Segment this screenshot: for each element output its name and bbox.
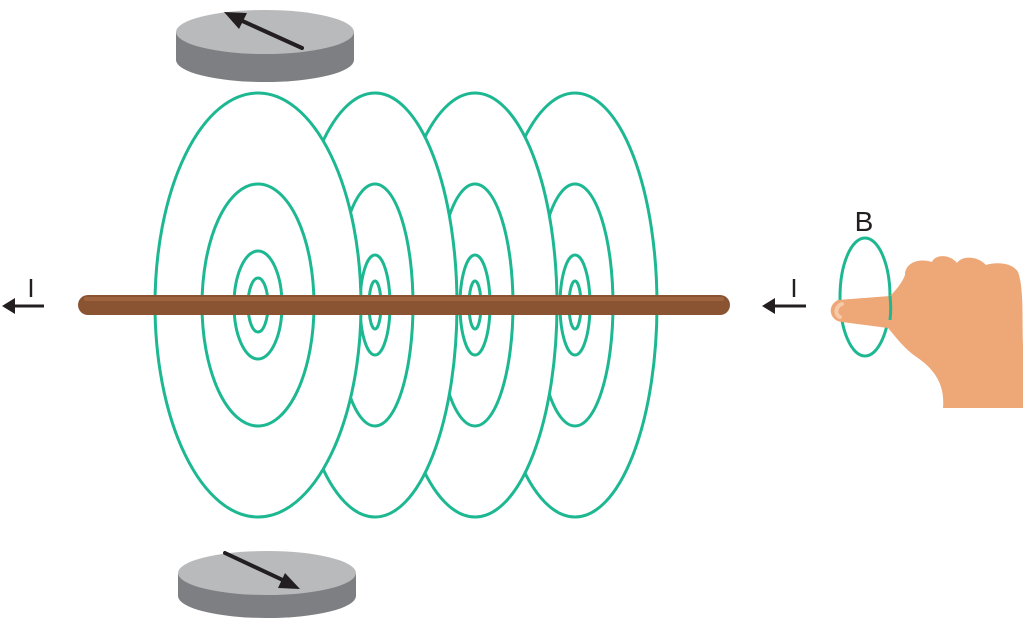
wire (78, 295, 730, 315)
compass-top (176, 10, 354, 82)
current-label-right: I (790, 273, 797, 303)
field-label-b: B (855, 206, 874, 237)
current-arrow-left-icon (2, 298, 44, 314)
current-arrow-right-icon (762, 298, 806, 314)
current-label-left: I (27, 273, 34, 303)
right-hand-icon (830, 256, 1023, 408)
compass-bottom-needle-icon (223, 551, 300, 589)
hand-field-ring-front (888, 295, 893, 321)
compass-bottom (178, 551, 356, 618)
compass-top-needle-icon (224, 12, 304, 50)
